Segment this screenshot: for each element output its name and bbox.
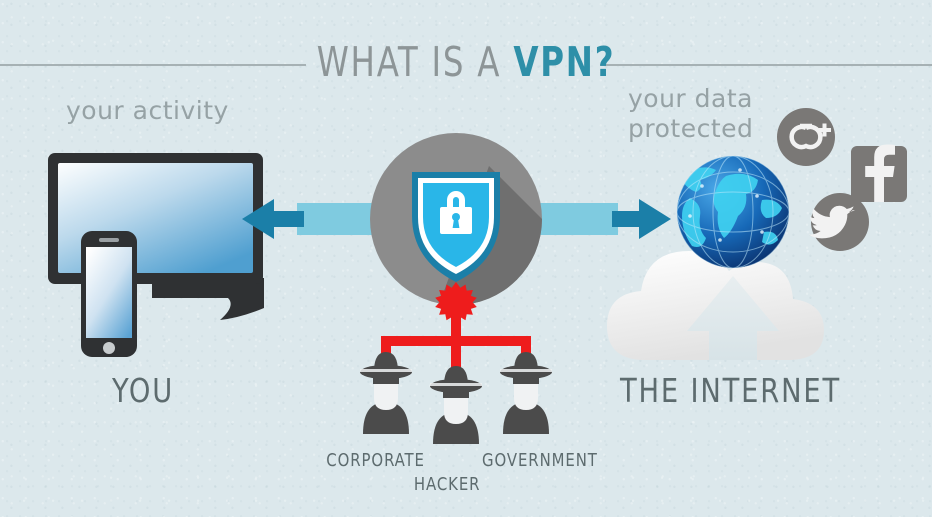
caption-your-activity: your activity	[66, 96, 229, 125]
padlock-icon	[440, 191, 472, 234]
arrow-left-shaft	[274, 211, 304, 227]
twitter-bird-glyph	[808, 205, 855, 239]
arrow-left-icon	[242, 199, 304, 239]
label-you: YOU	[112, 371, 175, 410]
spy-body	[363, 402, 409, 434]
spy-hat-band	[500, 369, 552, 372]
google-plus-icon[interactable]	[777, 108, 835, 166]
spy-hat-crown	[514, 352, 538, 372]
spy-government	[500, 352, 552, 434]
google-plus-circle	[777, 108, 835, 166]
phone-screen	[86, 247, 132, 338]
spy-hat-crown	[374, 352, 398, 372]
cloud-upload-arrow	[687, 276, 779, 360]
spy-body	[433, 412, 479, 444]
monitor-stand	[152, 278, 264, 320]
page-title-accent: VPN?	[513, 38, 616, 86]
caption-your-data-line2: protected	[628, 114, 754, 143]
google-plus-sign	[818, 123, 831, 137]
arrow-left-head	[242, 199, 274, 239]
phone-speaker	[99, 238, 119, 242]
label-government: GOVERNMENT	[482, 450, 598, 471]
vpn-shield-badge	[370, 133, 542, 305]
spy-body	[503, 402, 549, 434]
label-corporate: CORPORATE	[326, 450, 425, 471]
globe-continents	[677, 156, 789, 268]
impact-burst-star	[435, 282, 477, 323]
facebook-glyph	[865, 144, 895, 202]
padlock-shackle	[447, 191, 465, 207]
twitter-icon[interactable]	[808, 193, 870, 251]
phone-home-button	[103, 342, 115, 354]
user-devices-group	[48, 153, 264, 357]
threat-line-crossbar	[381, 336, 531, 346]
arrow-right-shaft	[612, 211, 642, 227]
spy-hat-crown	[444, 366, 468, 386]
title-block: WHAT IS A VPN?	[0, 34, 932, 96]
spy-hacker	[430, 366, 482, 444]
caption-your-data-protected: your data protected	[628, 84, 753, 144]
spy-hat-band	[430, 383, 482, 386]
arrow-right-icon	[612, 199, 671, 239]
page-title-prefix: WHAT IS A	[316, 38, 514, 86]
caption-your-data-line1: your data	[628, 84, 753, 113]
impact-burst-icon	[435, 282, 477, 323]
facebook-icon[interactable]	[851, 144, 907, 202]
shield-long-shadow	[430, 166, 542, 305]
threat-line-trunk	[451, 300, 461, 370]
title-rule-left	[0, 64, 306, 66]
label-hacker: HACKER	[413, 474, 481, 495]
spy-hat-band	[360, 369, 412, 372]
google-plus-glyph	[789, 123, 823, 150]
internet-cloud-group	[607, 156, 824, 360]
arrow-right-head	[639, 199, 671, 239]
padlock-keyslot	[452, 219, 460, 228]
label-the-internet: THE INTERNET	[620, 371, 841, 410]
title-rule-right	[600, 64, 932, 66]
page-title: WHAT IS A VPN?	[56, 34, 876, 90]
globe-icon	[677, 156, 789, 268]
spy-corporate	[360, 352, 412, 434]
